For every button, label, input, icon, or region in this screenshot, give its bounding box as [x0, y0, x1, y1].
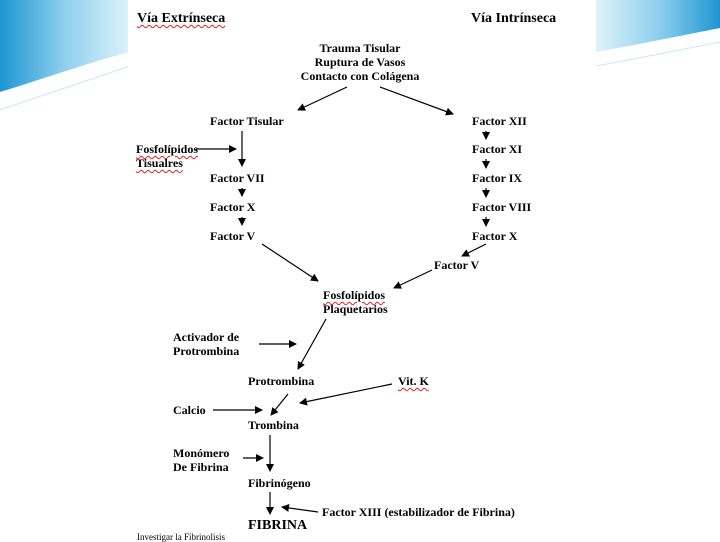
- node-activador-protrombina: Activador de Protrombina: [173, 330, 239, 358]
- fosfolipidos-tisulares-line-2: Tisualres: [136, 156, 183, 170]
- node-factor-xiii: Factor XIII (estabilizador de Fibrina): [322, 505, 515, 519]
- node-factor-v-intrinsic: Factor V: [434, 258, 480, 272]
- trigger-line-3: Contacto con Colágena: [300, 69, 420, 83]
- arrow-trigger-to-tisular: [297, 86, 348, 111]
- activador-line-2: Protrombina: [173, 344, 240, 358]
- fosfolipidos-tisulares-line-1: Fosfolípidos: [136, 142, 199, 156]
- fosfolipidos-plaquetarios-line-2: Plaquetarios: [323, 302, 388, 316]
- trigger-line-2: Ruptura de Vasos: [314, 55, 406, 69]
- title-intrinsic: Vía Intrínseca: [471, 11, 557, 26]
- node-vit-k: Vit. K: [398, 374, 429, 388]
- title-extrinsic: Vía Extrínseca: [137, 11, 226, 26]
- node-protrombina: Protrombina: [248, 374, 315, 388]
- node-factor-tisular: Factor Tisular: [210, 114, 284, 128]
- node-factor-x-intrinsic: Factor X: [472, 229, 518, 243]
- node-factor-x-extrinsic: Factor X: [210, 200, 256, 214]
- node-monomero-fibrina: Monómero De Fibrina: [173, 446, 229, 474]
- node-factor-v-extrinsic: Factor V: [210, 229, 256, 243]
- fosfolipidos-plaquetarios-line-1: Fosfolípidos: [323, 288, 386, 302]
- arrow-vitk-to-trombina: [299, 383, 393, 406]
- activador-line-1: Activador de: [173, 330, 240, 344]
- node-factor-ix: Factor IX: [472, 171, 523, 185]
- node-factor-xi: Factor XI: [472, 142, 523, 156]
- node-calcio: Calcio: [173, 403, 206, 417]
- arrow-fosfolipidos-plaq-to-protrombina: [297, 318, 327, 370]
- node-fosfolipidos-tisulares: Fosfolípidos Tisualres: [136, 142, 198, 170]
- document-page: [128, 0, 596, 540]
- monomero-line-2: De Fibrina: [173, 460, 229, 474]
- trigger-line-1: Trauma Tisular: [319, 41, 401, 55]
- node-fibrinogeno: Fibrinógeno: [248, 476, 311, 490]
- node-factor-viii: Factor VIII: [472, 200, 532, 214]
- arrow-protrombina-to-trombina: [270, 393, 289, 416]
- trigger-box: Trauma Tisular Ruptura de Vasos Contacto…: [270, 41, 450, 83]
- arrow-xintr-to-vintr: [461, 243, 487, 257]
- node-factor-xii: Factor XII: [472, 114, 527, 128]
- monomero-line-1: Monómero: [173, 446, 230, 460]
- node-fibrina: FIBRINA: [248, 518, 308, 533]
- arrow-vext-to-fosfolipidos-plaq: [261, 243, 319, 282]
- node-trombina: Trombina: [248, 418, 299, 432]
- node-factor-vii: Factor VII: [210, 171, 265, 185]
- arrow-xiii-to-fibrina: [281, 504, 319, 513]
- node-fosfolipidos-plaquetarios: Fosfolípidos Plaquetarios: [323, 288, 388, 316]
- arrow-trigger-to-xii: [379, 86, 454, 116]
- footer-note: Investigar la Fibrinolisis: [137, 532, 225, 542]
- arrow-vintr-to-fosfolipidos-plaq: [393, 269, 433, 289]
